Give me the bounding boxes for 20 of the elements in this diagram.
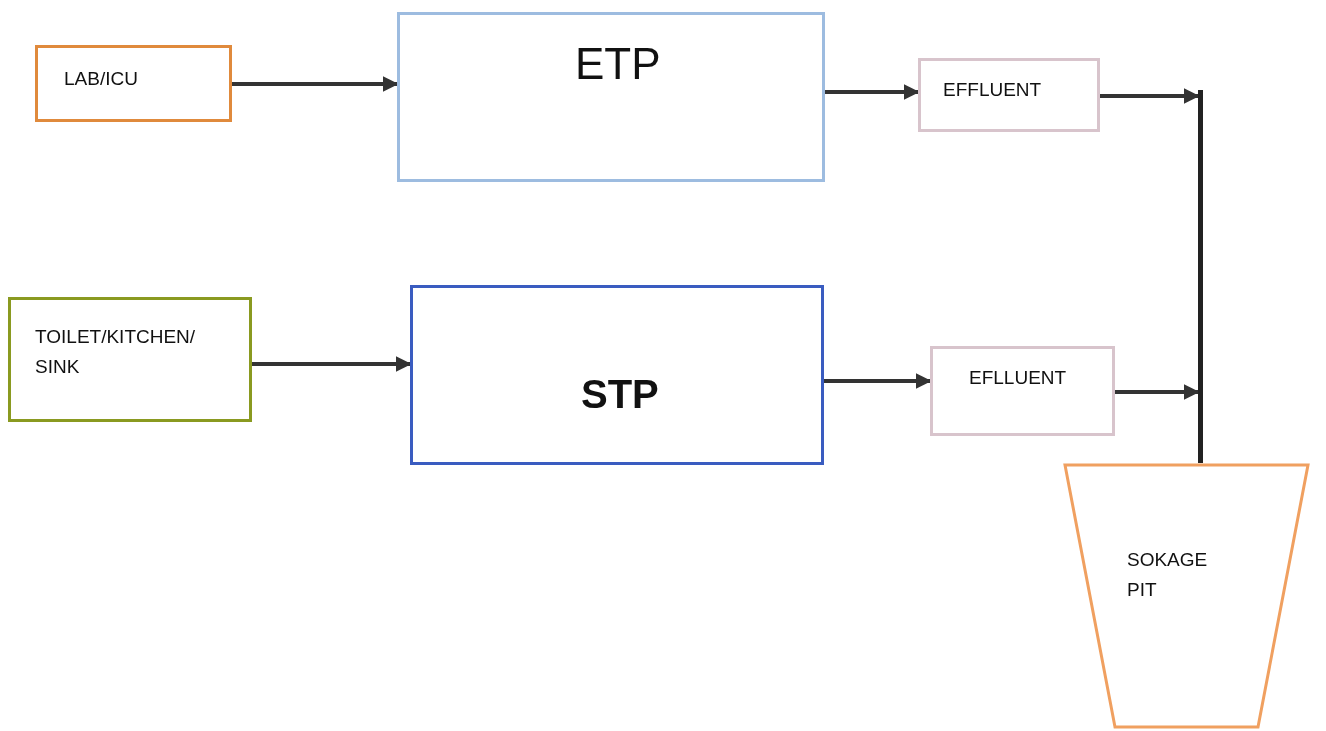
arrow (1100, 88, 1200, 104)
process-box (397, 12, 825, 182)
process-box (930, 346, 1115, 436)
arrow (232, 76, 399, 92)
node-label: LAB/ICU (64, 68, 138, 90)
process-box (8, 297, 252, 422)
arrow (1115, 384, 1200, 400)
arrow (824, 373, 932, 389)
arrow (252, 356, 412, 372)
node-label: TOILET/KITCHEN/ SINK (35, 325, 197, 380)
node-label: ETP (575, 39, 661, 89)
node-label: EFLLUENT (969, 367, 1067, 389)
process-box (410, 285, 824, 465)
process-box (35, 45, 232, 122)
arrow (825, 84, 920, 100)
node-label: SOKAGE PIT (1127, 548, 1209, 603)
node-label: STP (581, 372, 659, 417)
node-label: EFFLUENT (943, 79, 1042, 101)
process-box (918, 58, 1100, 132)
pit-trapezoid (1063, 463, 1310, 729)
